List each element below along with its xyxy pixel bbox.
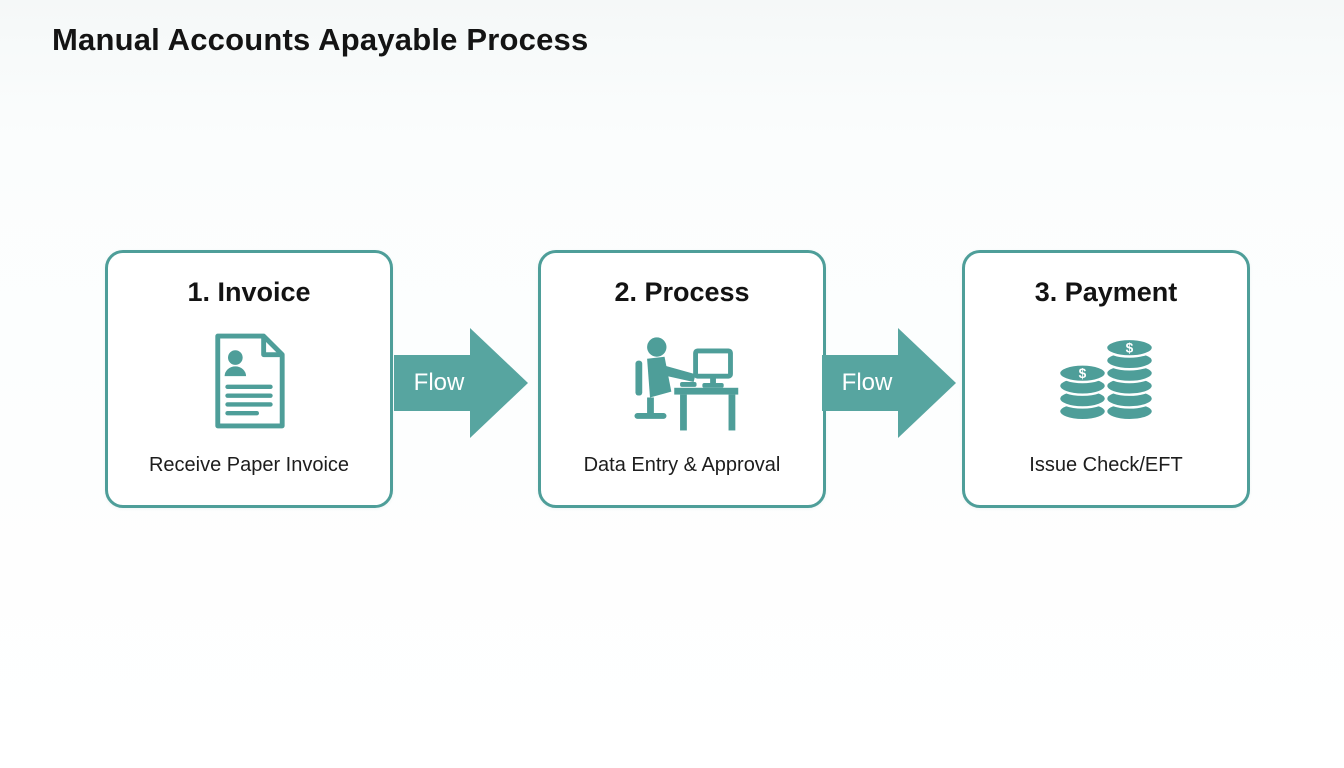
invoice-document-icon: [208, 308, 290, 454]
flow-arrow-label: Flow: [841, 369, 893, 396]
flow-arrow-body: Flow: [394, 355, 470, 411]
flow-arrow-head-icon: [470, 328, 528, 438]
svg-text:$: $: [1079, 366, 1087, 381]
person-computer-icon: [618, 308, 746, 454]
page-title: Manual Accounts Apayable Process: [52, 22, 589, 57]
flow-arrow: Flow: [822, 328, 956, 438]
step-caption: Receive Paper Invoice: [148, 454, 350, 476]
step-caption: Issue Check/EFT: [1029, 454, 1183, 476]
step-heading: 3. Payment: [1034, 277, 1178, 307]
flow-arrow-head-icon: [898, 328, 956, 438]
step-box-payment: 3. Payment $ $ Issue Check/EFT: [962, 250, 1250, 508]
step-box-process: 2. Process Data Entry & Approval: [538, 250, 826, 508]
svg-text:$: $: [1126, 341, 1134, 356]
flow-arrow-label: Flow: [413, 369, 465, 396]
step-box-invoice: 1. Invoice Receive Paper Invoice: [105, 250, 393, 508]
flow-arrow: Flow: [394, 328, 528, 438]
flow-arrow-body: Flow: [822, 355, 898, 411]
coin-stacks-icon: $ $: [1045, 308, 1167, 454]
step-heading: 1. Invoice: [187, 277, 311, 307]
step-caption: Data Entry & Approval: [583, 454, 781, 476]
step-heading: 2. Process: [614, 277, 750, 307]
